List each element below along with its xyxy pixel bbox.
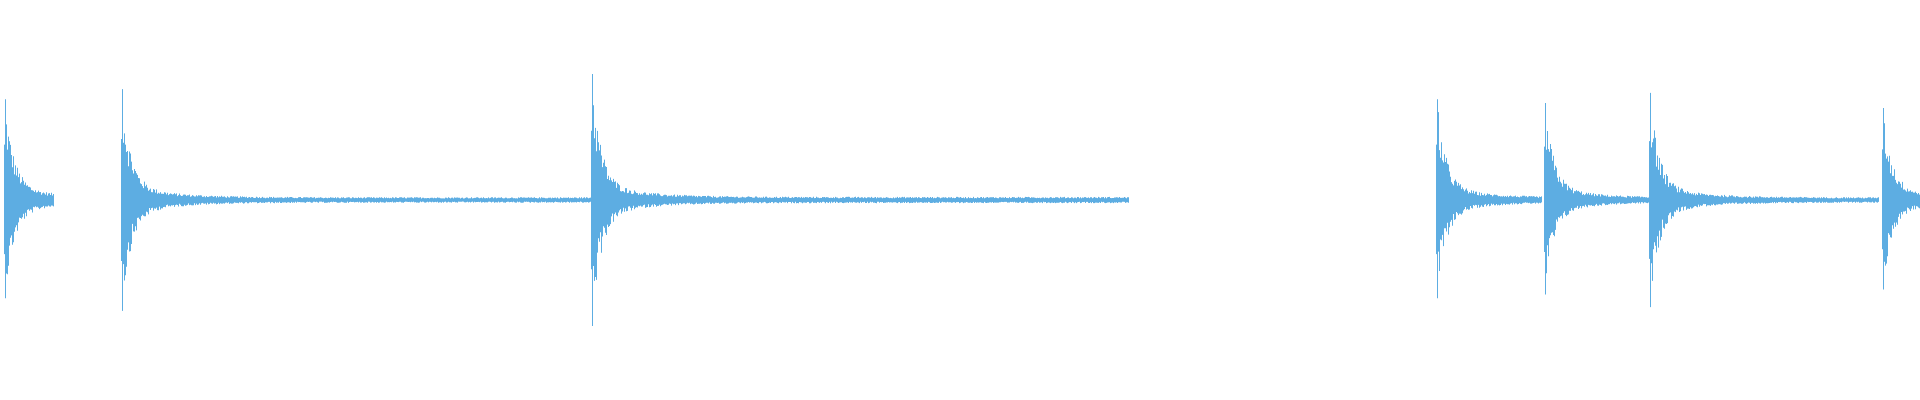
waveform-hit-2	[121, 89, 659, 311]
waveform-hit-5	[1544, 103, 1650, 295]
waveform-hit-4	[1436, 99, 1542, 299]
waveform-hit-1	[4, 99, 54, 299]
waveform-hit-7	[1882, 108, 1920, 290]
waveform-hit-3	[591, 74, 1129, 326]
waveform-hit-6	[1649, 92, 1879, 308]
waveform-signal	[4, 74, 1920, 326]
